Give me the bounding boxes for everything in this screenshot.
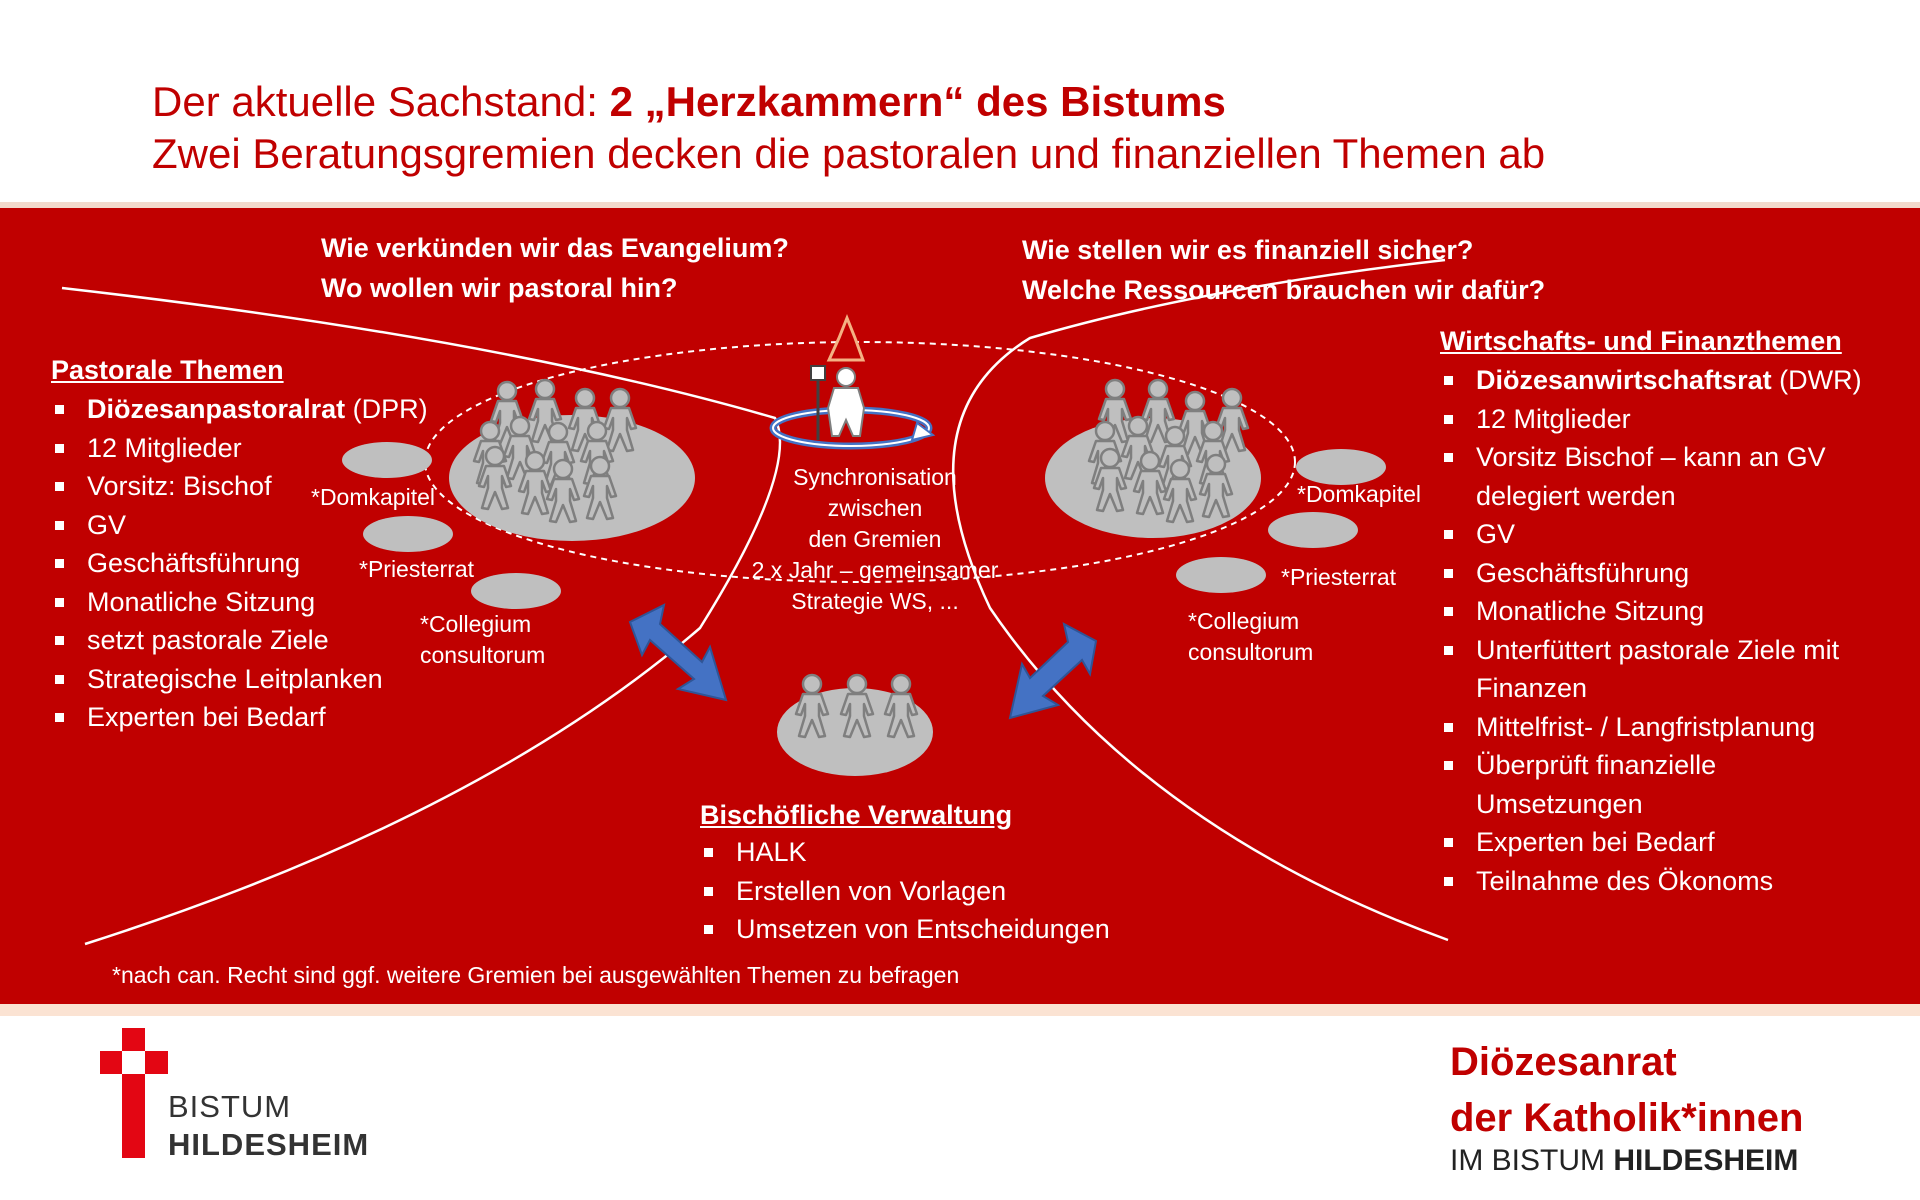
list-item: Monatliche Sitzung xyxy=(1440,592,1862,631)
dioezesanrat-line-2: der Katholik*innen xyxy=(1450,1096,1804,1140)
top-divider xyxy=(0,202,1920,208)
left-question-1: Wie verkünden wir das Evangelium? xyxy=(321,233,789,263)
list-item: Geschäftsführung xyxy=(1440,554,1862,593)
list-item: Experten bei Bedarf xyxy=(51,698,428,737)
list-item: 12 Mitglieder xyxy=(51,429,428,468)
finance-section: Wirtschafts- und Finanzthemen Diözesanwi… xyxy=(1440,326,1862,900)
diagram-graphics xyxy=(61,258,1449,946)
pastoral-section: Pastorale Themen Diözesanpastoralrat (DP… xyxy=(51,355,428,737)
right-domkapitel-label: *Domkapitel xyxy=(1297,481,1421,507)
verwaltung-heading: Bischöfliche Verwaltung xyxy=(700,800,1013,830)
left-priesterrat-shape xyxy=(363,516,453,552)
page-subtitle: Zwei Beratungsgremien decken die pastora… xyxy=(152,130,1546,177)
logo-line-2: HILDESHEIM xyxy=(168,1127,370,1162)
left-priesterrat-label: *Priesterrat xyxy=(359,556,475,582)
right-group-people xyxy=(1087,378,1250,524)
list-item: Diözesanpastoralrat (DPR) xyxy=(51,390,428,429)
finance-list: Diözesanwirtschaftsrat (DWR) 12 Mitglied… xyxy=(1440,361,1862,900)
bishop-icon xyxy=(769,313,936,450)
title-prefix: Der aktuelle Sachstand: xyxy=(152,78,610,125)
list-item: Erstellen von Vorlagen xyxy=(700,872,1110,911)
verwaltung-list: HALK Erstellen von Vorlagen Umsetzen von… xyxy=(700,833,1110,949)
pastoral-heading: Pastorale Themen xyxy=(51,355,284,385)
right-question-1: Wie stellen wir es finanziell sicher? xyxy=(1022,235,1474,265)
right-collegium-shape xyxy=(1176,557,1266,593)
right-priesterrat-shape xyxy=(1268,512,1358,548)
list-item: Vorsitz: Bischof xyxy=(51,467,428,506)
list-item: Teilnahme des Ökonoms xyxy=(1440,862,1862,901)
list-item: Umsetzen von Entscheidungen xyxy=(700,910,1110,949)
left-question-2: Wo wollen wir pastoral hin? xyxy=(321,273,678,303)
list-item: HALK xyxy=(700,833,1110,872)
list-item: GV xyxy=(1440,515,1862,554)
pastoral-list: Diözesanpastoralrat (DPR) 12 Mitglieder … xyxy=(51,390,428,737)
right-questions: Wie stellen wir es finanziell sicher? We… xyxy=(1022,230,1545,310)
dioezesanrat-line-1: Diözesanrat xyxy=(1450,1040,1677,1084)
list-item: Monatliche Sitzung xyxy=(51,583,428,622)
left-domkapitel-label: *Domkapitel xyxy=(311,484,435,510)
left-domkapitel-shape xyxy=(342,442,432,478)
double-arrow-right-icon xyxy=(1008,622,1098,720)
list-item: 12 Mitglieder xyxy=(1440,400,1862,439)
page-title: Der aktuelle Sachstand: 2 „Herzkammern“ … xyxy=(152,78,1226,126)
logo-line-1: BISTUM xyxy=(168,1089,292,1124)
verwaltung-section: Bischöfliche Verwaltung HALK Erstellen v… xyxy=(700,800,1110,949)
sync-ellipse xyxy=(424,341,1296,583)
dioezesanrat-subtitle: IM BISTUM HILDESHEIM xyxy=(1450,1144,1799,1177)
list-item: Strategische Leitplanken xyxy=(51,660,428,699)
right-question-2: Welche Ressourcen brauchen wir dafür? xyxy=(1022,275,1546,305)
sync-text: Synchronisation zwischen den Gremien 2 x… xyxy=(751,464,999,614)
list-item: Geschäftsführung xyxy=(51,544,428,583)
finance-heading: Wirtschafts- und Finanzthemen xyxy=(1440,326,1842,356)
right-collegium-label: *Collegium consultorum xyxy=(1188,608,1314,665)
title-bold: 2 „Herzkammern“ des Bistums xyxy=(609,78,1226,125)
double-arrow-left-icon xyxy=(628,603,728,702)
right-priesterrat-label: *Priesterrat xyxy=(1281,564,1397,590)
left-questions: Wie verkünden wir das Evangelium? Wo wol… xyxy=(321,228,789,308)
right-curve xyxy=(951,258,1449,942)
bottom-divider xyxy=(0,1004,1920,1016)
diagram-panel: Wie verkünden wir das Evangelium? Wo wol… xyxy=(0,208,1920,1004)
dioezesanrat-title: Diözesanrat der Katholik*innen xyxy=(1450,1034,1803,1146)
list-item: Experten bei Bedarf xyxy=(1440,823,1862,862)
list-item: setzt pastorale Ziele xyxy=(51,621,428,660)
list-item: Mittelfrist- / Langfristplanung xyxy=(1440,708,1862,747)
right-domkapitel-shape xyxy=(1296,449,1386,485)
footnote: *nach can. Recht sind ggf. weitere Gremi… xyxy=(112,962,960,988)
list-item: Diözesanwirtschaftsrat (DWR) xyxy=(1440,361,1862,400)
list-item: GV xyxy=(51,506,428,545)
left-curve xyxy=(61,286,782,946)
cross-logo-icon xyxy=(100,1028,170,1158)
left-collegium-label: *Collegium consultorum xyxy=(420,611,546,668)
left-collegium-shape xyxy=(471,573,561,609)
bistum-logo-text: BISTUM HILDESHEIM xyxy=(168,1088,369,1164)
